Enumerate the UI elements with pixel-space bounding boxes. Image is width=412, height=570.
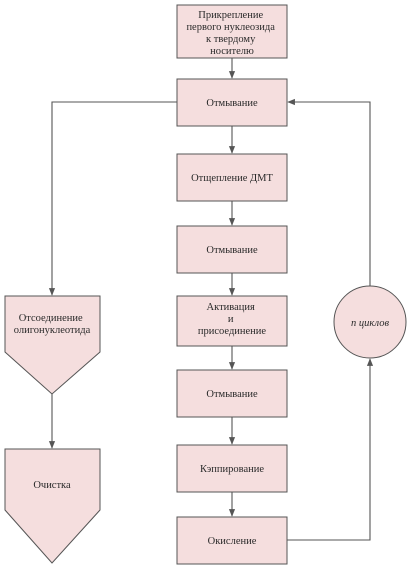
label-purification: Очистка <box>33 480 71 491</box>
box-wash-2 <box>176 225 288 274</box>
label-n-cycles: n циклов <box>351 318 389 329</box>
label-activation-line-3: присоединение <box>198 326 267 337</box>
label-oligo-cleavage: Отсоединение олигонуклеотида <box>14 313 91 336</box>
label-activation-line-2: и <box>228 314 234 325</box>
label-activation-line-1: Активация <box>207 302 255 313</box>
label-wash-2: Отмывание <box>206 245 258 256</box>
label-wash-1: Отмывание <box>206 98 258 109</box>
label-capping: Кэппирование <box>200 464 264 475</box>
label-attach-line-3: к твердому <box>206 34 256 45</box>
arrow-oxid-to-cycles <box>287 358 374 541</box>
label-dmt-removal: Отщепление ДМТ <box>191 173 273 184</box>
box-oxidation <box>176 516 288 565</box>
box-wash-1 <box>176 78 288 127</box>
label-attach-line-2: первого нуклеозида <box>186 22 275 33</box>
label-attach: Прикрепление первого нуклеозида к твердо… <box>186 10 277 57</box>
box-wash-3 <box>176 369 288 418</box>
label-attach-line-1: Прикрепление <box>198 10 263 21</box>
label-cleave-line-2: олигонуклеотида <box>14 325 91 336</box>
label-activation: Активация и присоединение <box>198 302 267 337</box>
arrow-wash1-to-cleave <box>48 101 177 296</box>
label-oxidation: Окисление <box>208 536 257 547</box>
label-cleave-line-1: Отсоединение <box>19 313 83 324</box>
box-attach-first-nucleoside <box>176 4 288 59</box>
box-dmt-removal <box>176 153 288 202</box>
arrow-cycles-to-wash1 <box>287 98 371 286</box>
label-wash-3: Отмывание <box>206 389 258 400</box>
box-purification <box>4 448 101 564</box>
box-oligo-cleavage <box>4 295 101 395</box>
label-attach-line-4: носителю <box>210 46 254 57</box>
